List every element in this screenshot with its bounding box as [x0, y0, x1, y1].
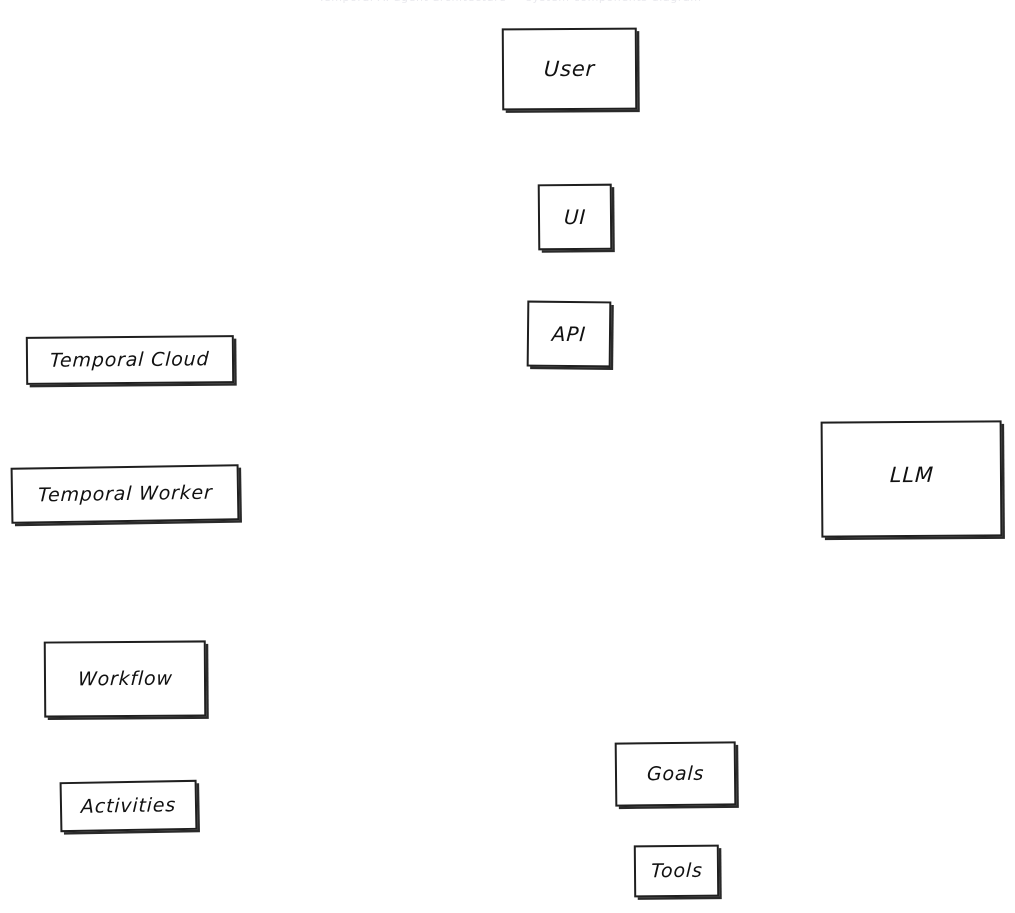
node-label: UI [563, 204, 587, 230]
diagram-node-ui[interactable]: UI [537, 183, 613, 251]
clipped-header-text: Temporal AI agent architecture — system … [250, 0, 770, 4]
node-label: Temporal Worker [37, 481, 213, 507]
diagram-node-activities[interactable]: Activities [59, 779, 198, 833]
diagram-node-llm[interactable]: LLM [820, 420, 1003, 538]
diagram-node-temporal-worker[interactable]: Temporal Worker [10, 464, 240, 524]
node-label: Workflow [77, 667, 173, 691]
diagram-node-api[interactable]: API [526, 300, 612, 368]
node-label: Activities [80, 794, 177, 818]
node-label: API [551, 321, 587, 347]
node-label: LLM [888, 462, 934, 488]
node-label: User [543, 56, 596, 82]
diagram-node-tools[interactable]: Tools [633, 844, 720, 898]
diagram-node-workflow[interactable]: Workflow [43, 640, 207, 718]
node-label: Tools [650, 859, 703, 883]
node-label: Temporal Cloud [49, 348, 211, 372]
diagram-node-temporal-cloud[interactable]: Temporal Cloud [25, 335, 235, 385]
node-label: Goals [646, 762, 705, 786]
diagram-node-user[interactable]: User [501, 27, 638, 111]
diagram-node-goals[interactable]: Goals [614, 741, 737, 807]
